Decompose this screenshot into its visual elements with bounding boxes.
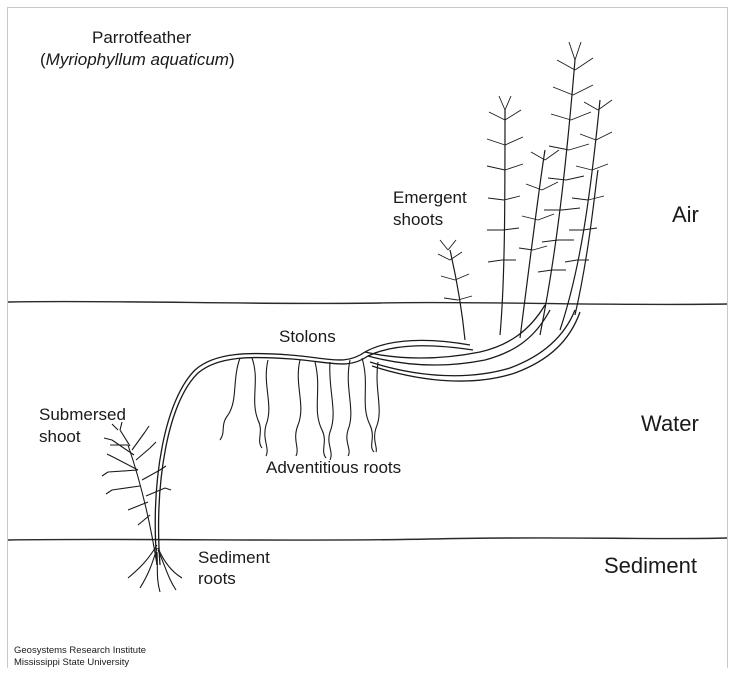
credit-line1: Geosystems Research Institute xyxy=(14,645,146,657)
emergent-shoots xyxy=(450,60,600,340)
submersed-shoot xyxy=(102,422,171,565)
water-surface-line xyxy=(8,302,727,305)
sediment-boundary-line xyxy=(8,538,727,540)
stolons xyxy=(155,305,580,565)
adventitious-roots xyxy=(220,358,379,460)
scientific-name: (Myriophyllum aquaticum) xyxy=(40,50,235,70)
label-sediment-roots-line2: roots xyxy=(198,569,236,589)
sci-close-paren: ) xyxy=(229,50,235,69)
label-stolons: Stolons xyxy=(279,327,336,347)
zone-label-sediment: Sediment xyxy=(604,553,697,578)
sci-name-italic: Myriophyllum aquaticum xyxy=(46,50,229,69)
label-submersed-line2: shoot xyxy=(39,427,81,447)
label-sediment-roots-line1: Sediment xyxy=(198,548,270,568)
label-adventitious-roots: Adventitious roots xyxy=(266,458,401,478)
label-submersed-line1: Submersed xyxy=(39,405,126,425)
diagram-title: Parrotfeather xyxy=(92,28,191,48)
zone-label-air: Air xyxy=(672,202,699,227)
zone-label-water: Water xyxy=(641,411,699,436)
credit-line2: Mississippi State University xyxy=(14,657,129,669)
label-emergent-line1: Emergent xyxy=(393,188,467,208)
label-emergent-line2: shoots xyxy=(393,210,443,230)
